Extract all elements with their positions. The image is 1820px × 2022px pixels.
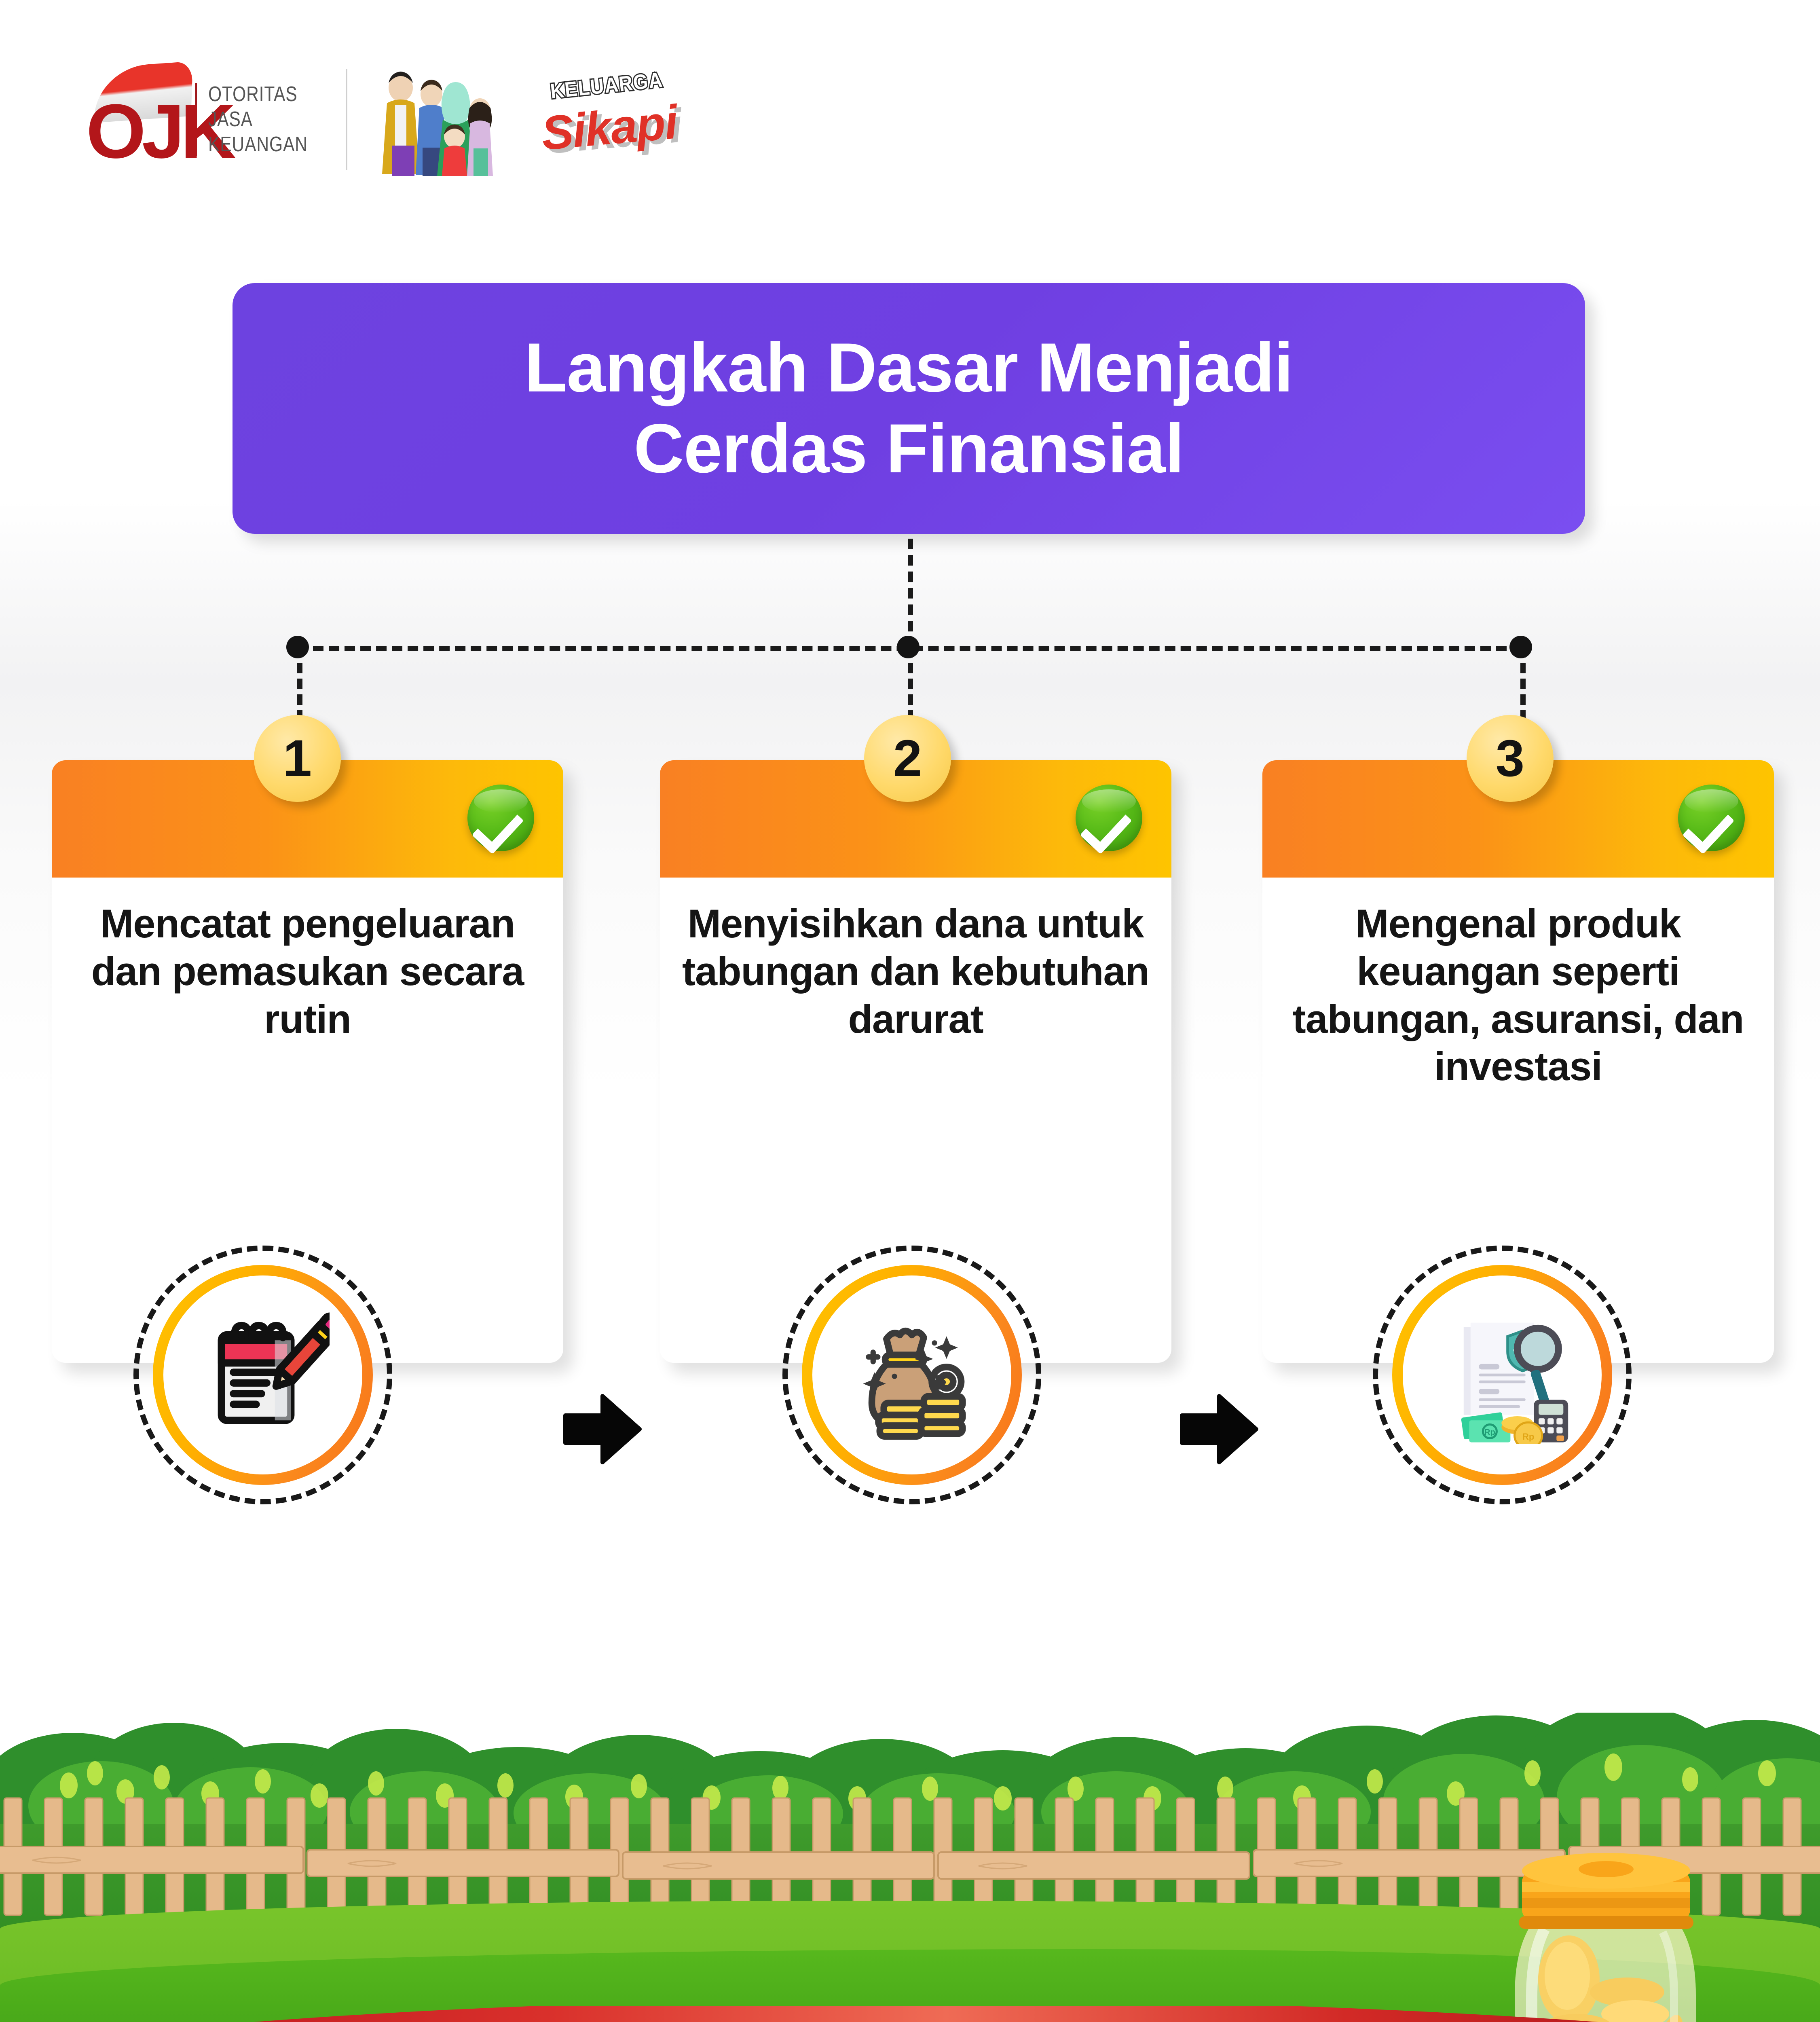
logo-divider [195, 83, 197, 156]
svg-text:Rp: Rp [1522, 1432, 1534, 1442]
notepad-pencil-icon [172, 1284, 354, 1466]
ojk-word-1: OTORITAS [208, 82, 298, 106]
connector-dot-2 [897, 636, 920, 658]
step-text-1: Mencatat pengeluaran dan pemasukan secar… [91, 901, 524, 1041]
ojk-word-2: JASA [208, 107, 253, 131]
sikapi-word: Sikapi [537, 93, 681, 163]
ojk-abbrev: OJK [86, 89, 236, 174]
step-number-badge-3: 3 [1467, 715, 1554, 802]
connector-dot-1 [286, 636, 309, 658]
family-group-icon [382, 72, 493, 176]
step-number-badge-2: 2 [864, 715, 951, 802]
check-circle-icon [1076, 785, 1142, 851]
check-circle-icon [1678, 785, 1745, 851]
connector-vertical-main [908, 539, 913, 648]
step-card-2[interactable]: 2 Menyisihkan dana untuk tabungan dan ke… [660, 715, 1171, 1363]
check-circle-icon [467, 785, 534, 851]
step-icon-medallion-2 [782, 1246, 1041, 1504]
wooden-fence [0, 1797, 1820, 1916]
arrow-right-icon [562, 1391, 643, 1468]
ojk-mark-icon: OJK [79, 61, 236, 174]
step-number-2: 2 [893, 729, 922, 787]
step-number-badge-1: 1 [254, 715, 341, 802]
step-icon-medallion-1 [133, 1246, 392, 1504]
ojk-wordmark: OTORITAS JASA KEUANGAN [208, 83, 330, 156]
header-logos: OJK OTORITAS JASA KEUANGAN [79, 61, 681, 178]
garden-scene [0, 1690, 1820, 2022]
title-banner: Langkah Dasar Menjadi Cerdas Finansial [233, 283, 1585, 534]
coin-jar-savings-illustration [1515, 1853, 1696, 2022]
money-bag-coins-icon [821, 1284, 1003, 1466]
ojk-logo: OJK OTORITAS JASA KEUANGAN [79, 61, 330, 178]
document-magnifier-calculator-icon: Rp Rp [1411, 1284, 1593, 1466]
title-line-1: Langkah Dasar Menjadi [524, 329, 1293, 407]
step-text-2: Menyisihkan dana untuk tabungan dan kebu… [682, 901, 1150, 1041]
step-number-1: 1 [283, 729, 312, 787]
indonesia-flag-ribbon [254, 2006, 1598, 2022]
step-card-3[interactable]: 3 Mengenal produk keuangan seperti tabun… [1262, 715, 1774, 1363]
ojk-word-3: KEUANGAN [208, 133, 308, 157]
page-title: Langkah Dasar Menjadi Cerdas Finansial [524, 328, 1293, 489]
connector-dot-3 [1509, 636, 1532, 658]
svg-text:Rp: Rp [1484, 1428, 1495, 1437]
arrow-right-icon [1179, 1391, 1260, 1468]
title-line-2: Cerdas Finansial [634, 410, 1184, 487]
step-icon-medallion-3: Rp Rp [1373, 1246, 1632, 1504]
step-text-3: Mengenal produk keuangan seperti tabunga… [1292, 901, 1744, 1089]
step-number-3: 3 [1495, 729, 1525, 787]
header-separator [346, 69, 347, 170]
sikapi-uangmu-logo: KELUARGA Sikapi [537, 67, 681, 170]
family-illustration [364, 63, 533, 176]
